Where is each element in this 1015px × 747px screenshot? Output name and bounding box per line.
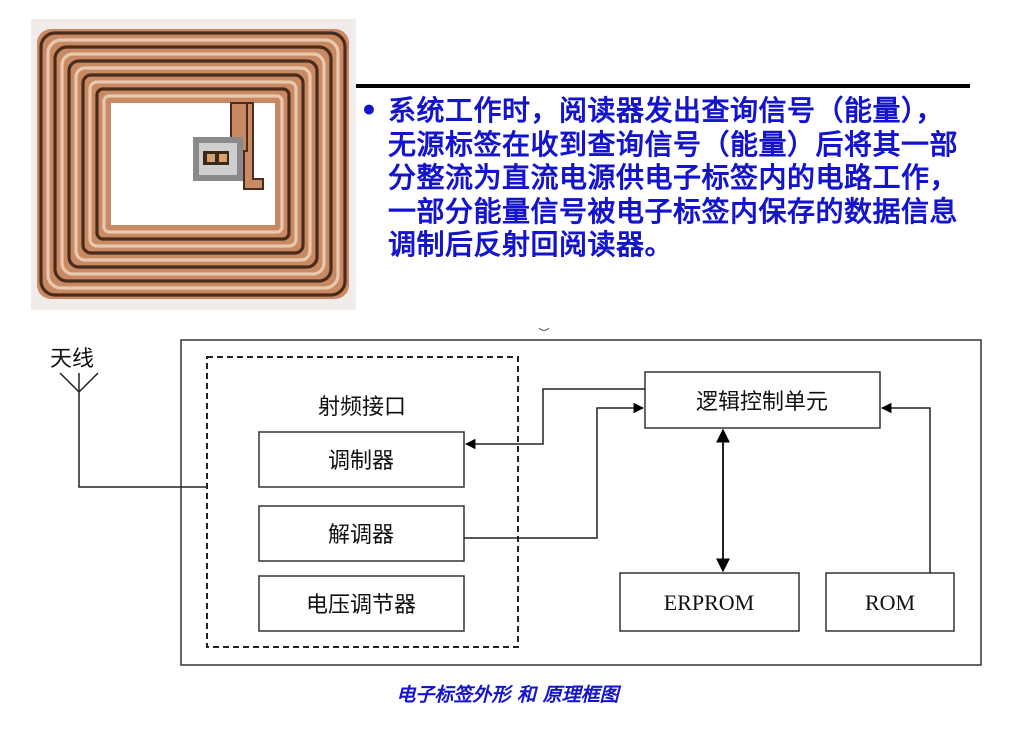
- voltage-regulator-box: [258, 575, 465, 632]
- rfid-tag-photo: [31, 19, 356, 310]
- demodulator-to-logic-arrow: [464, 402, 645, 539]
- voltage-regulator-label: 电压调节器: [306, 593, 416, 618]
- erprom-box: [619, 572, 800, 632]
- erprom-label: ERPROM: [664, 590, 754, 615]
- demodulator-label: 解调器: [328, 523, 394, 548]
- figure-caption: 电子标签外形 和 原理框图: [396, 684, 619, 706]
- rom-box: [825, 572, 955, 632]
- description-bullet: • 系统工作时，阅读器发出查询信号（能量），无源标签在收到查询信号（能量）后将其…: [360, 94, 959, 262]
- rf-interface-group: [206, 356, 519, 648]
- logic-control-label: 逻辑控制单元: [696, 390, 828, 415]
- description-text: 系统工作时，阅读器发出查询信号（能量），无源标签在收到查询信号（能量）后将其一部…: [388, 94, 959, 261]
- demodulator-box: [258, 505, 465, 562]
- logic-control-box: [644, 371, 881, 429]
- rom-to-logic-arrow: [880, 402, 931, 573]
- antenna-icon: [59, 372, 208, 488]
- block-diagram: 天线 射频接口 调制器 解调器 电压调节器 逻辑控制单元 ERPROM ROM: [0, 320, 1015, 680]
- logic-to-modulator-arrow: [464, 388, 645, 450]
- modulator-label: 调制器: [328, 449, 394, 474]
- modulator-box: [258, 431, 465, 488]
- header-rule: [356, 84, 970, 88]
- antenna-label: 天线: [50, 347, 94, 372]
- outer-frame: [180, 339, 982, 666]
- rf-interface-label: 射频接口: [318, 395, 406, 420]
- rom-label: ROM: [865, 590, 915, 615]
- small-mark: [538, 327, 550, 332]
- bullet-marker: •: [360, 94, 379, 127]
